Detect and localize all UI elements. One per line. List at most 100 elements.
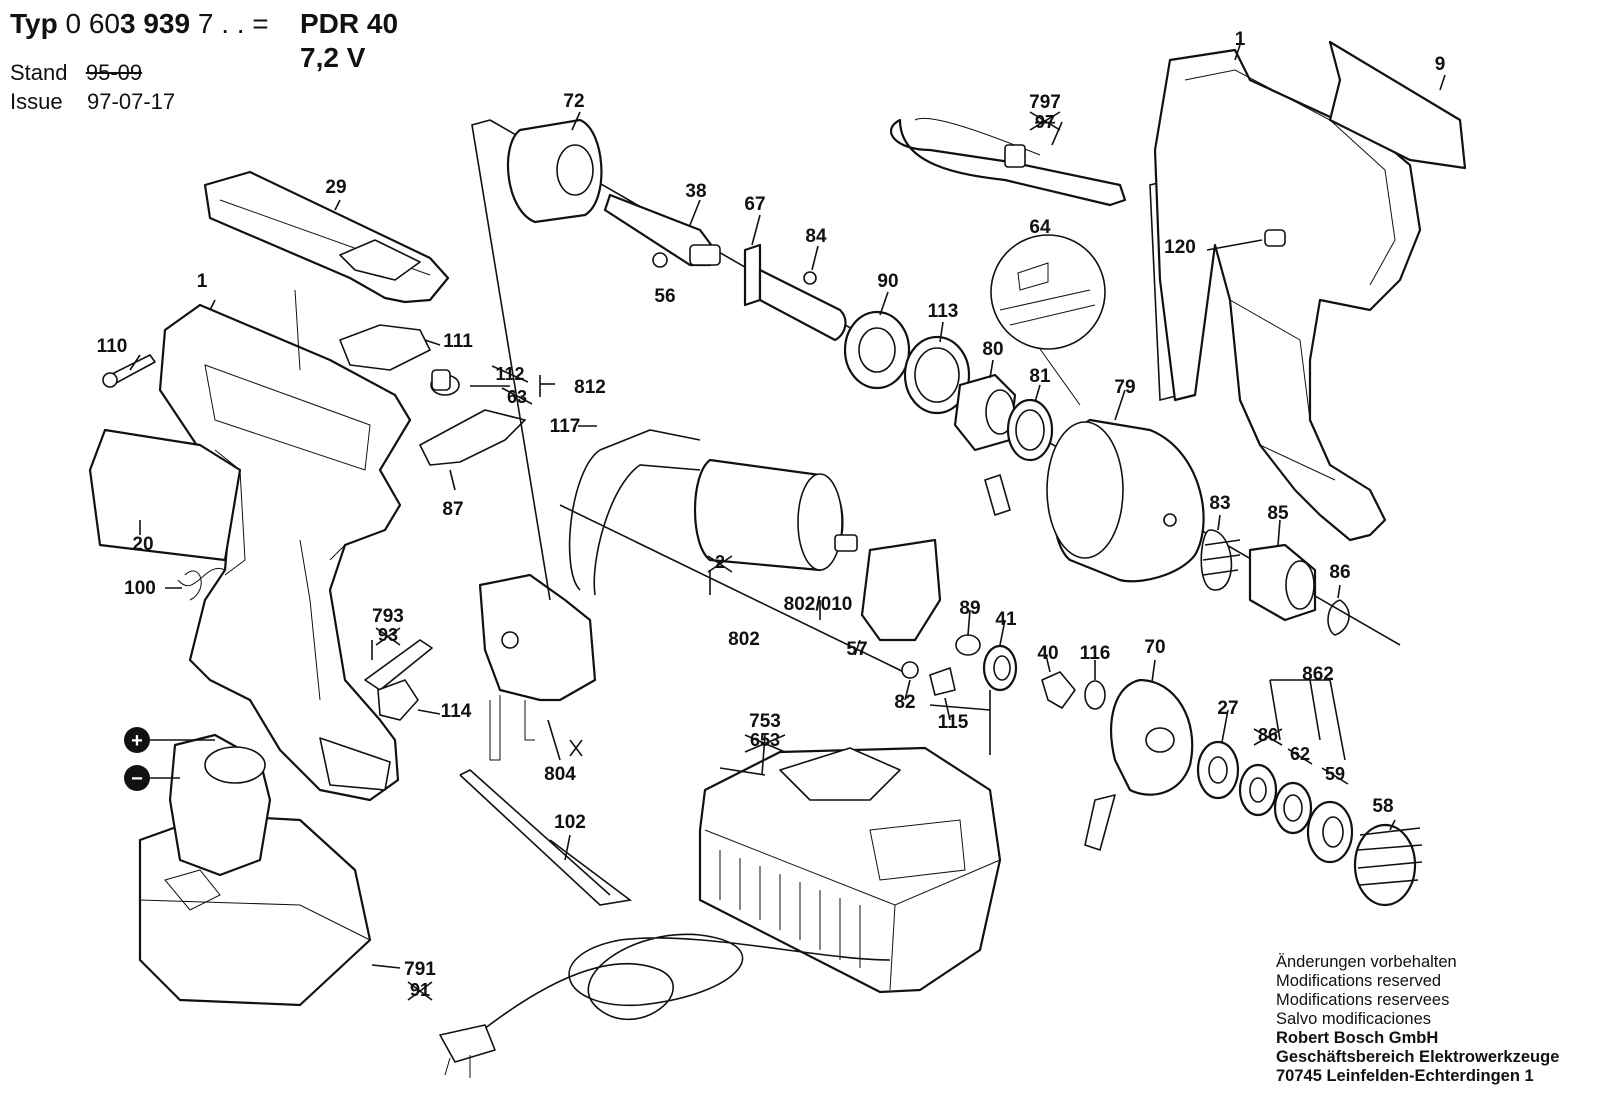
footer-address: 70745 Leinfelden-Echterdingen 1 (1276, 1067, 1534, 1085)
type-label: Typ (10, 8, 58, 39)
clip-111 (339, 324, 431, 371)
part-label-862: 862 (1302, 664, 1334, 685)
ring-86b (1238, 763, 1278, 817)
gear-41 (982, 644, 1018, 692)
key-near-70 (1084, 794, 1116, 851)
part-label-63-superseded: 63 (507, 387, 527, 407)
circlip-86 (1327, 599, 1350, 636)
part-label-86-superseded: 86 (1258, 725, 1278, 745)
knob-112 (430, 369, 460, 396)
battery-pack (138, 733, 372, 1007)
part-label-82: 82 (894, 692, 915, 713)
part-label-70: 70 (1144, 637, 1165, 658)
wrist-strap (889, 117, 1127, 207)
footer-company: Robert Bosch GmbH (1276, 1029, 1439, 1047)
part-label-89: 89 (959, 598, 980, 619)
part-label-40: 40 (1037, 643, 1058, 664)
part-label-110: 110 (97, 336, 128, 357)
part-label-102: 102 (554, 812, 586, 833)
gearbox-79 (1046, 418, 1205, 583)
model-name: PDR 40 (300, 8, 399, 39)
type-code-bold: 3 939 (119, 8, 191, 39)
part-label-111: 111 (443, 331, 473, 352)
part-label-791: 791 (404, 959, 436, 980)
part-label-20: 20 (132, 534, 153, 555)
part-label-97-superseded: 97 (1035, 112, 1055, 132)
washer-59 (1306, 800, 1354, 864)
part-label-27: 27 (1217, 698, 1238, 719)
sleeve-80 (953, 373, 1017, 452)
housing-right-half (1153, 48, 1422, 542)
spring-58 (1353, 823, 1423, 907)
part-label-67: 67 (744, 194, 765, 215)
pin-84 (803, 271, 817, 285)
screw-110 (102, 354, 156, 388)
type-number-line: Typ 0 603 939 7 . . = (10, 8, 269, 40)
part-label-802: 802 (728, 629, 760, 650)
issue-label: Issue (10, 89, 63, 114)
part-label-114: 114 (441, 701, 472, 722)
battery-minus-symbol: − (124, 765, 150, 791)
battery-plus-symbol: + (124, 727, 150, 753)
detail-magnifier-64 (990, 234, 1106, 406)
wire-102 (459, 769, 632, 906)
shaft-67 (743, 243, 847, 342)
part-label-38: 38 (685, 181, 706, 202)
part-label-80: 80 (982, 339, 1003, 360)
bearing-27 (1196, 740, 1240, 800)
spindle-38 (603, 193, 721, 267)
part-label-804: 804 (544, 764, 576, 785)
part-label-86: 86 (1329, 562, 1350, 583)
power-cord (439, 933, 891, 1078)
part-label-72: 72 (563, 91, 584, 112)
part-label-802-010: 802/010 (784, 594, 853, 615)
part-label-90: 90 (877, 271, 898, 292)
part-label-9: 9 (1435, 54, 1446, 75)
footer-division: Geschäftsbereich Elektrowerkzeuge (1276, 1048, 1560, 1066)
part-label-29: 29 (325, 177, 346, 198)
part-label-793: 793 (372, 606, 404, 627)
sleeve-85 (1248, 543, 1317, 622)
part-number-labels: 72 38 67 84 56 90 113 80 81 79 64 797 97… (97, 29, 1446, 1001)
stand-label: Stand (10, 60, 68, 85)
battery-charger (698, 746, 1002, 994)
bearing-62 (1273, 781, 1313, 835)
part-label-81: 81 (1029, 366, 1051, 387)
stand-value: 95-09 (85, 60, 143, 85)
part-label-653-superseded: 653 (750, 730, 780, 750)
part-label-117: 117 (550, 416, 581, 437)
part-label-1-left: 1 (197, 271, 208, 292)
part-label-57: 57 (846, 639, 867, 660)
switch-slider-87 (419, 409, 526, 466)
ball-56 (652, 252, 668, 268)
stand-line: Stand 95-09 (10, 60, 142, 86)
type-code-prefix: 0 60 (65, 8, 120, 39)
screw-115 (929, 667, 956, 696)
leader-lines (129, 44, 1446, 969)
part-label-84: 84 (805, 226, 827, 247)
spring-83 (1200, 529, 1241, 591)
part-label-753: 753 (749, 711, 781, 732)
part-label-116: 116 (1080, 643, 1111, 664)
washer-82 (901, 661, 919, 679)
part-label-79: 79 (1114, 377, 1135, 398)
part-label-100: 100 (124, 578, 156, 599)
screwdriver-bit (364, 639, 433, 691)
type-code-suffix: 7 . . = (190, 8, 269, 39)
issue-line: Issue 97-07-17 (10, 89, 175, 115)
ring-116 (1084, 680, 1106, 710)
part-label-797: 797 (1029, 92, 1061, 113)
footer-line-de: Änderungen vorbehalten (1276, 953, 1457, 971)
sleeve-72 (506, 118, 603, 224)
gear-plate-57 (860, 538, 942, 642)
clip-114 (377, 679, 419, 721)
housing-left-half (158, 170, 450, 802)
part-label-64: 64 (1029, 217, 1051, 238)
footer-line-es: Salvo modificaciones (1276, 1010, 1431, 1028)
part-label-120: 120 (1164, 237, 1196, 258)
part-label-812: 812 (574, 377, 606, 398)
part-label-56: 56 (654, 286, 675, 307)
footer-line-fr: Modifications reservees (1276, 991, 1450, 1009)
